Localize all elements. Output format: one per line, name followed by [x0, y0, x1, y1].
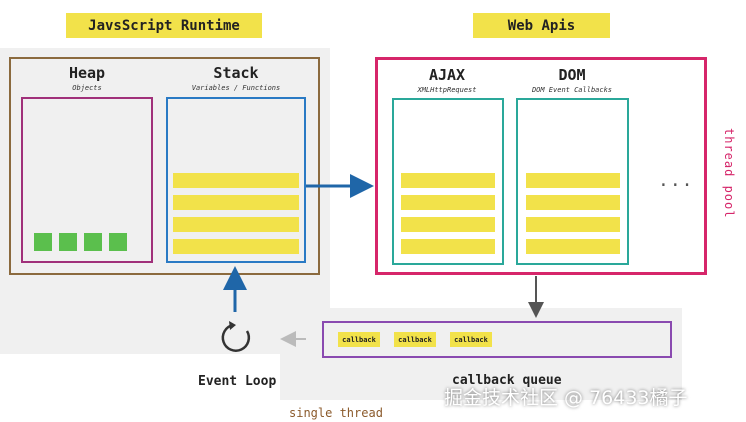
heap-object	[59, 233, 77, 251]
heap-object	[34, 233, 52, 251]
event-loop-label: Event Loop	[198, 374, 277, 389]
callback-queue-box	[322, 321, 672, 358]
stack-frame	[173, 173, 299, 188]
stack-box	[166, 97, 306, 263]
thread-pool-label: thread pool	[722, 128, 736, 219]
dom-item	[526, 239, 620, 254]
heap-title: Heap	[68, 64, 106, 82]
event-loop-icon	[221, 321, 251, 352]
ajax-item	[401, 173, 495, 188]
heap-object	[84, 233, 102, 251]
web-apis-label: Web Apis	[473, 13, 610, 38]
ajax-title: AJAX	[428, 66, 466, 84]
dom-item	[526, 173, 620, 188]
runtime-container	[9, 57, 320, 275]
stack-frame	[173, 217, 299, 232]
callback-item: callback	[394, 332, 436, 347]
heap-object	[109, 233, 127, 251]
runtime-label: JavsScript Runtime	[66, 13, 262, 38]
dom-item	[526, 195, 620, 210]
callback-queue-label: callback queue	[452, 373, 562, 388]
watermark: 掘金技术社区 @ 76433橘子	[444, 387, 688, 409]
ajax-item	[401, 239, 495, 254]
more-apis-ellipsis: ...	[658, 170, 694, 191]
dom-title: DOM	[558, 66, 586, 84]
queue-background	[280, 308, 682, 400]
ajax-item	[401, 195, 495, 210]
heap-subtitle: Objects	[72, 84, 102, 92]
callback-item: callback	[450, 332, 492, 347]
heap-box	[21, 97, 153, 263]
stack-title: Stack	[213, 64, 259, 82]
callback-item: callback	[338, 332, 380, 347]
web-apis-container	[375, 57, 707, 275]
single-thread-label: single thread	[289, 406, 383, 420]
stack-frame	[173, 239, 299, 254]
stack-subtitle: Variables / Functions	[191, 84, 281, 92]
dom-box	[516, 98, 629, 265]
ajax-box	[392, 98, 504, 265]
stack-frame	[173, 195, 299, 210]
ajax-subtitle: XMLHttpRequest	[417, 86, 477, 94]
ajax-item	[401, 217, 495, 232]
dom-subtitle: DOM Event Callbacks	[531, 86, 613, 94]
dom-item	[526, 217, 620, 232]
